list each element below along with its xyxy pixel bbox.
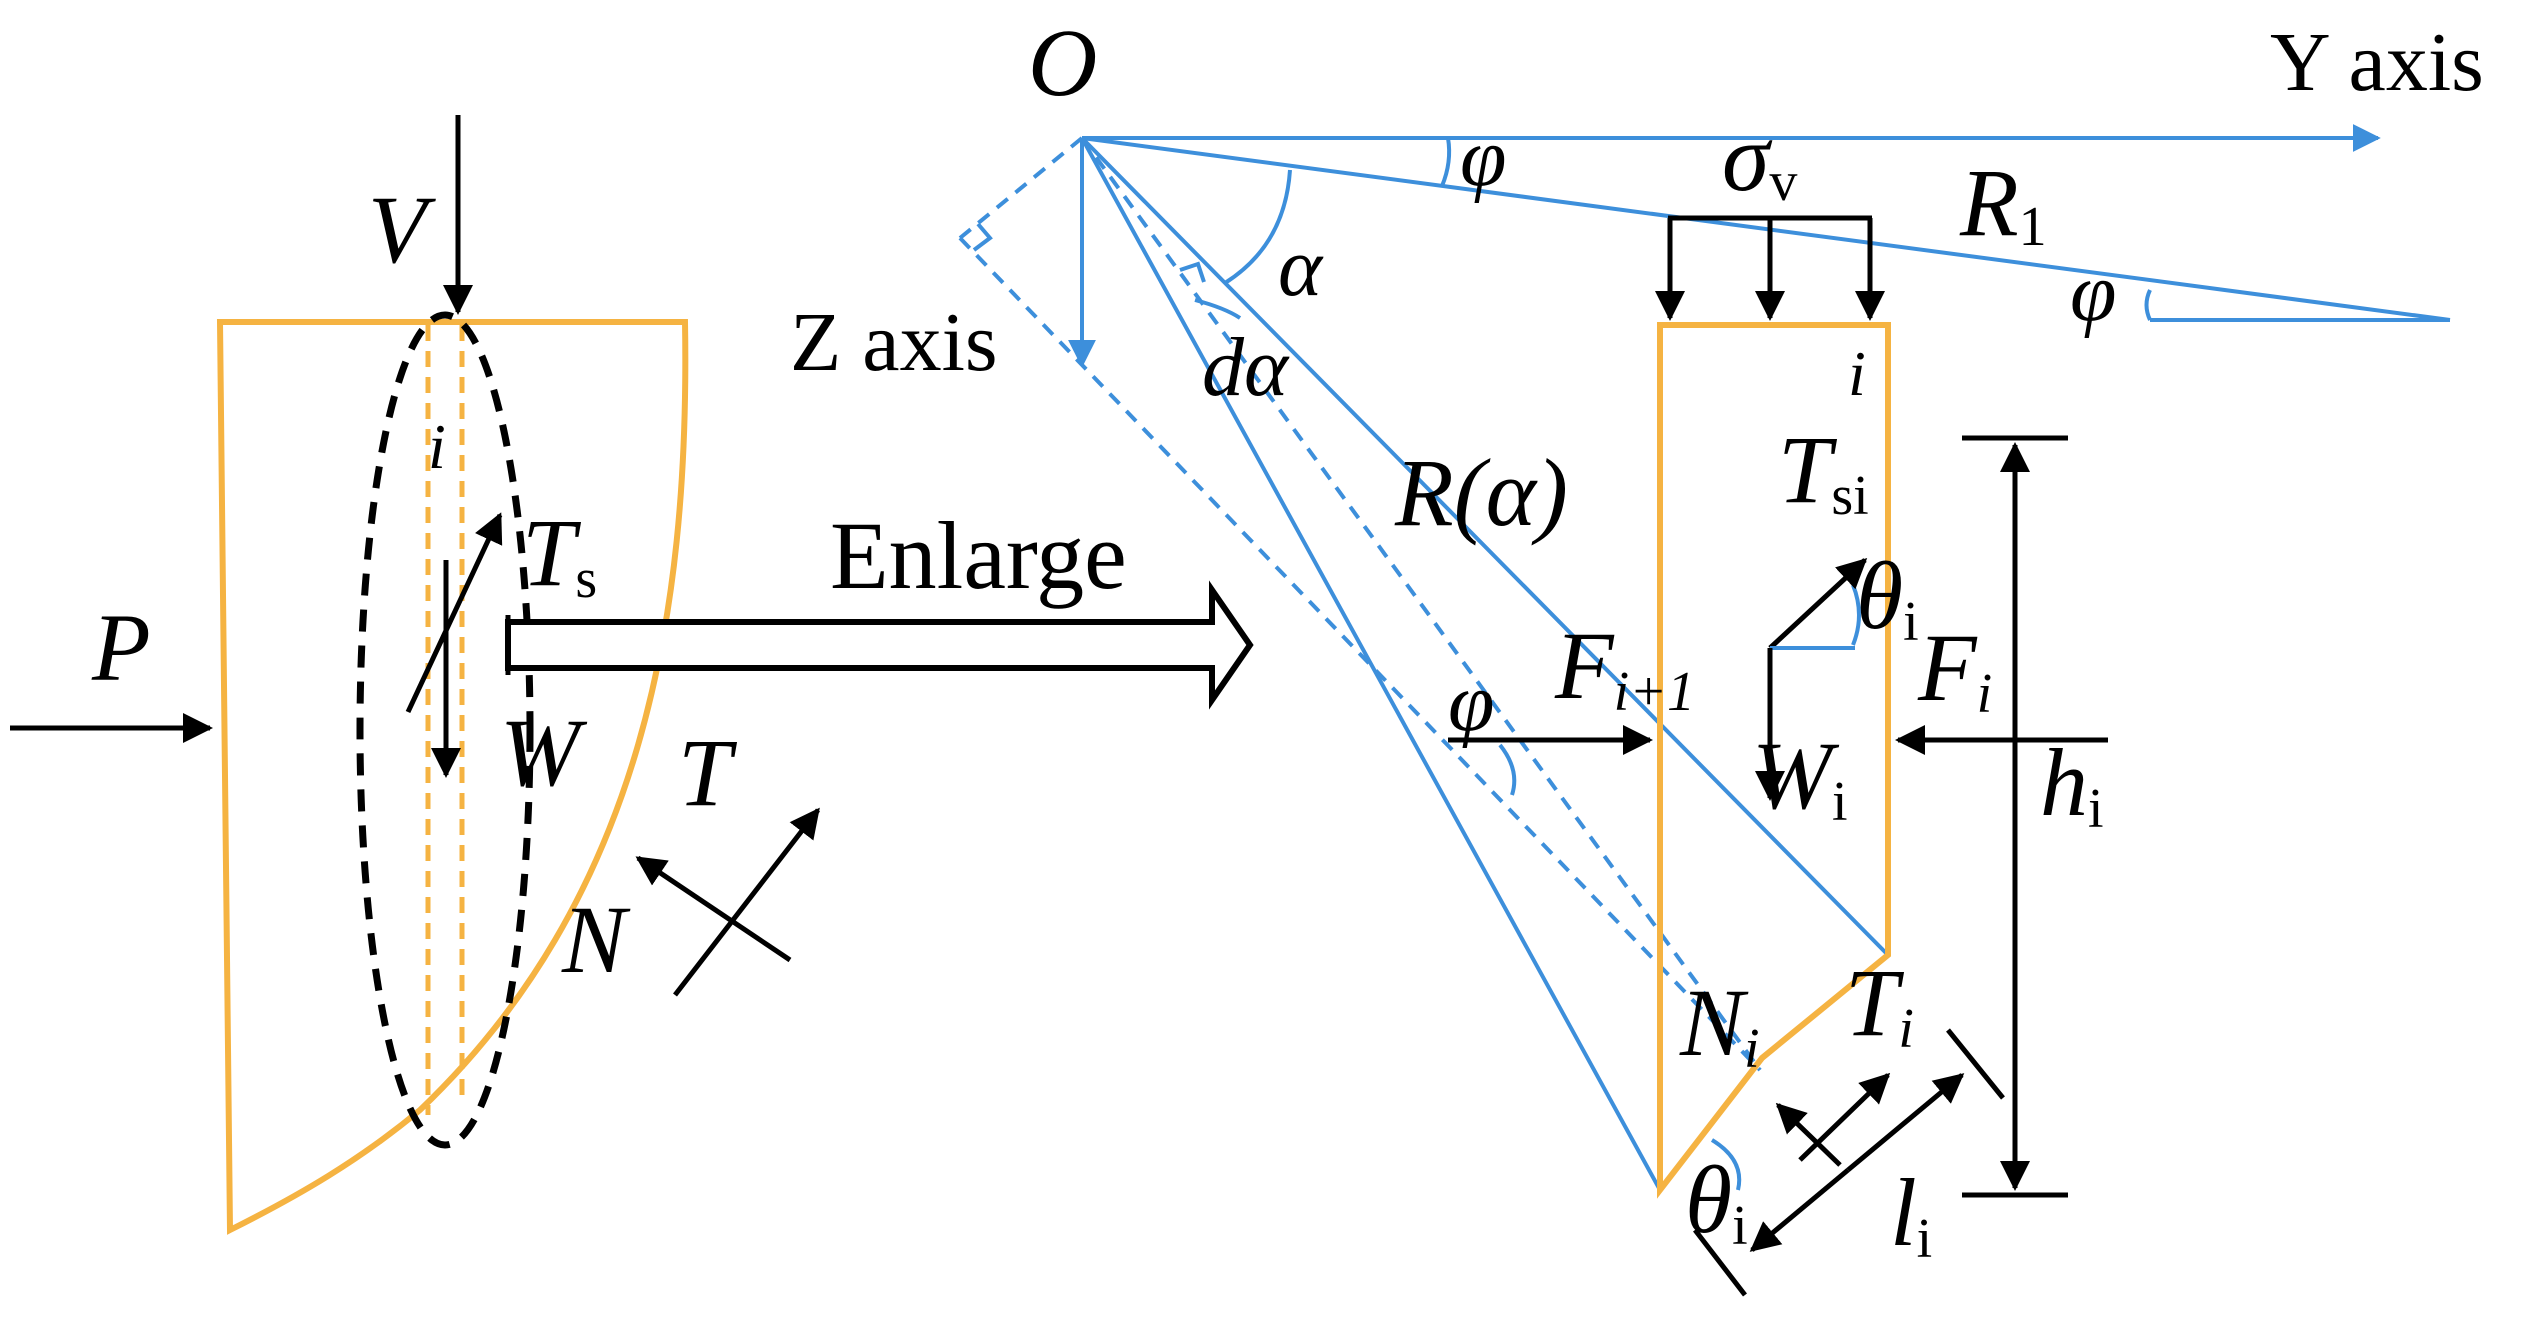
- left-block: V P i Ts W T N: [10, 115, 820, 1235]
- theta-arc-top: [1851, 584, 1861, 646]
- N-arrow: [635, 855, 792, 963]
- phi-label-top: φ: [1460, 111, 1506, 204]
- slice-i-label-right: i: [1848, 338, 1866, 409]
- phi-label-right: φ: [2070, 246, 2116, 339]
- sigma-v-label: σv: [1722, 104, 1797, 213]
- phi-label-mid: φ: [1448, 656, 1494, 749]
- Ni-label: Ni: [1679, 969, 1760, 1080]
- d-alpha-arc: [1194, 298, 1242, 320]
- R1-label: R1: [1959, 149, 2047, 258]
- Ti-arrow: [1798, 1072, 1891, 1162]
- Ni-arrow: [1775, 1102, 1842, 1167]
- Ts-arrow: [405, 512, 503, 714]
- F-next-label: Fi+1: [1554, 612, 1695, 723]
- Fi-label: Fi: [1917, 614, 1992, 725]
- li-label: li: [1890, 1159, 1932, 1270]
- perp-dashed-top: [958, 136, 1084, 240]
- y-axis-label: Y axis: [2270, 16, 2484, 109]
- outer-ray: [1080, 137, 1662, 1191]
- coordinate-system: O Y axis Z axis: [790, 9, 2484, 389]
- hi-label: hi: [2040, 729, 2104, 840]
- li-dimension-down: [1749, 1168, 1850, 1252]
- R-alpha-line: [1080, 136, 1890, 957]
- perp-dashed-side: [958, 236, 1762, 1072]
- enlarge-label: Enlarge: [830, 502, 1127, 609]
- N-label: N: [561, 886, 631, 993]
- theta-arc-bottom: [1710, 1138, 1742, 1191]
- enlarge-arrow: Enlarge: [505, 502, 1254, 710]
- geometry-lines: [958, 136, 2451, 1191]
- theta-label-top: θi: [1856, 542, 1919, 653]
- d-alpha-label: dα: [1202, 321, 1290, 414]
- phi-arc-top: [1440, 137, 1452, 187]
- right-angle-mark-1: [972, 222, 993, 252]
- inner-ray-dashed: [1080, 136, 1762, 1072]
- slice-i-label: i: [428, 411, 446, 482]
- theta-label-bottom: θi: [1685, 1146, 1748, 1257]
- alpha-label: α: [1278, 221, 1324, 314]
- Ts-label: Ts: [522, 499, 597, 610]
- li-tick-low: [1693, 1228, 1747, 1297]
- slice-highlight-ellipse: [356, 311, 534, 1149]
- W-label: W: [500, 699, 588, 806]
- z-axis-label: Z axis: [790, 296, 998, 389]
- R1-line: [1081, 136, 2451, 322]
- right-angle-mark-2: [1179, 261, 1206, 283]
- Tsi-label: Tsi: [1778, 416, 1869, 527]
- T-base-arrow: [673, 807, 820, 997]
- Wi-label: Wi: [1752, 722, 1848, 833]
- phi-arc-right: [2144, 289, 2152, 321]
- phi-arc-mid: [1498, 743, 1517, 796]
- Tsi-arrow: [1768, 557, 1868, 650]
- slice-outline: [1657, 322, 1891, 1199]
- li-dimension-up: [1846, 1073, 1965, 1172]
- T-base-label: T: [678, 719, 738, 826]
- slice-i: σv R1 R(α) i Tsi θi Wi Fi+1 Fi: [1394, 104, 2108, 1297]
- P-label: P: [91, 594, 151, 701]
- left-block-outline: [216, 319, 689, 1235]
- R-alpha-label: R(α): [1394, 439, 1568, 546]
- Ti-label: Ti: [1845, 949, 1914, 1060]
- alpha-arc: [1223, 169, 1292, 285]
- li-tick-high: [1946, 1028, 2005, 1100]
- origin-label: O: [1028, 9, 1097, 116]
- V-label: V: [368, 176, 436, 283]
- enlarge-hollow-arrow: [505, 580, 1254, 710]
